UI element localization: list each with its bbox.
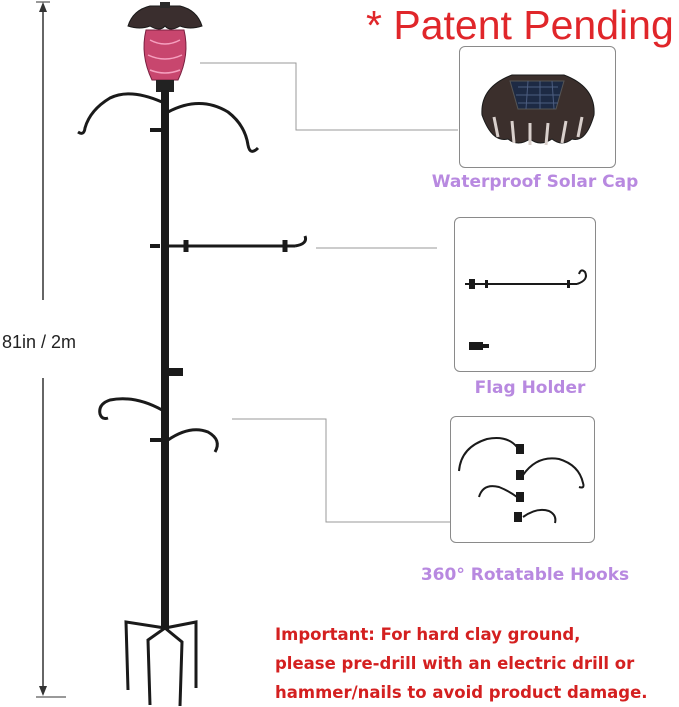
caption-flag-holder: Flag Holder	[474, 378, 586, 398]
installation-warning: Important: For hard clay ground, please …	[275, 620, 679, 707]
flag-holder-icon	[465, 269, 587, 350]
warning-line: hammer/nails to avoid product damage.	[275, 683, 648, 702]
flag-holder-detail-box	[454, 217, 596, 372]
warning-line: Important: For hard clay ground,	[275, 625, 581, 644]
callout-lines	[200, 62, 458, 523]
solar-cap-icon	[481, 74, 595, 146]
pole-base-legs	[124, 620, 198, 707]
pole-joint	[169, 368, 183, 376]
solar-lamp	[127, 2, 203, 92]
warning-line: please pre-drill with an electric drill …	[275, 654, 635, 673]
upper-hooks	[77, 92, 260, 153]
rotatable-hooks-icon	[458, 437, 585, 524]
height-label: 81in / 2m	[0, 332, 79, 353]
flag-arm	[150, 235, 307, 252]
height-dimension-arrow	[36, 1, 66, 698]
caption-solar-cap: Waterproof Solar Cap	[431, 172, 639, 192]
caption-rotatable-hooks: 360° Rotatable Hooks	[420, 565, 630, 585]
hooks-detail-box	[450, 416, 595, 543]
patent-pending-notice: * Patent Pending	[366, 2, 674, 48]
solar-cap-detail-box	[459, 46, 616, 168]
pole	[161, 90, 169, 630]
lower-hooks	[98, 397, 219, 453]
